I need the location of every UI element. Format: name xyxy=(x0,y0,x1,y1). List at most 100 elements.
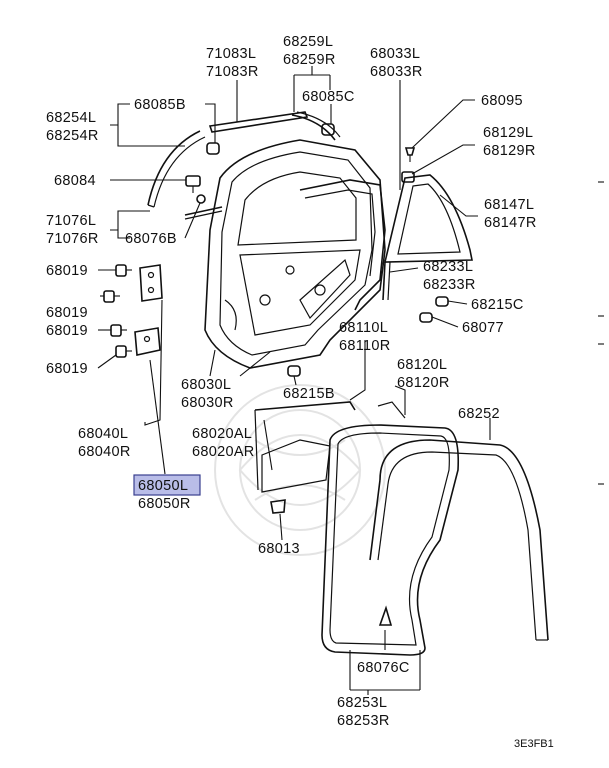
svg-text:68019: 68019 xyxy=(46,361,88,377)
svg-text:68252: 68252 xyxy=(458,406,500,422)
fastener-68215c-part xyxy=(435,296,449,307)
label-68215b[interactable]: 68215B xyxy=(283,386,335,402)
label-68040[interactable]: 68040L 68040R xyxy=(78,426,131,460)
edge-marks xyxy=(598,181,604,485)
svg-text:68120L: 68120L xyxy=(397,357,447,373)
label-68030[interactable]: 68030L 68030R xyxy=(181,377,234,411)
label-68147[interactable]: 68147L 68147R xyxy=(484,197,537,231)
weatherstrip-68252-part xyxy=(369,439,549,641)
svg-text:68033L: 68033L xyxy=(370,46,420,62)
svg-text:68076C: 68076C xyxy=(357,660,410,676)
belt-moulding-part xyxy=(208,111,309,133)
svg-text:68019: 68019 xyxy=(46,263,88,279)
clip-68085b-part xyxy=(206,142,220,155)
svg-text:68254L: 68254L xyxy=(46,110,96,126)
inner-weatherstrip-part xyxy=(299,179,386,311)
label-68233[interactable]: 68233L 68233R xyxy=(423,259,476,293)
label-68019-b[interactable]: 68019 xyxy=(46,305,88,321)
clip-68013-part xyxy=(270,499,286,514)
label-68129[interactable]: 68129L 68129R xyxy=(483,125,536,159)
svg-text:68019: 68019 xyxy=(46,323,88,339)
svg-text:68040L: 68040L xyxy=(78,426,128,442)
svg-text:68050L: 68050L xyxy=(138,478,188,494)
label-68085c[interactable]: 68085C xyxy=(302,89,355,105)
highlight-box xyxy=(133,474,201,496)
label-68019-a[interactable]: 68019 xyxy=(46,263,88,279)
svg-text:68084: 68084 xyxy=(54,173,96,189)
label-68259[interactable]: 68259L 68259R xyxy=(283,34,336,68)
svg-text:68085B: 68085B xyxy=(134,97,186,113)
svg-text:68085C: 68085C xyxy=(302,89,355,105)
bolt-68095-part xyxy=(404,147,416,162)
channel-68233-part xyxy=(382,261,391,301)
svg-text:68110L: 68110L xyxy=(339,320,388,336)
label-71083[interactable]: 71083L 71083R xyxy=(206,46,259,80)
watermark-emblem xyxy=(214,384,386,556)
svg-text:68050R: 68050R xyxy=(138,496,191,512)
clip-68129-part xyxy=(401,171,415,183)
label-68077[interactable]: 68077 xyxy=(462,320,504,336)
label-68013[interactable]: 68013 xyxy=(258,541,300,557)
fastener-68215b-part xyxy=(287,365,301,377)
hinge-bolt-1-part xyxy=(115,264,132,277)
front-moulding-part xyxy=(147,130,206,208)
quarter-window-part xyxy=(383,174,473,263)
label-68120[interactable]: 68120L 68120R xyxy=(397,357,450,391)
svg-text:68259R: 68259R xyxy=(283,52,336,68)
strip-71076-part xyxy=(184,206,223,220)
weatherstrip-68120-part xyxy=(377,401,406,419)
label-68050-highlighted[interactable]: 68050L 68050R xyxy=(133,474,201,512)
label-68215c[interactable]: 68215C xyxy=(471,297,524,313)
label-68019-c[interactable]: 68019 xyxy=(46,323,88,339)
glass-run-part xyxy=(254,401,356,491)
svg-text:68110R: 68110R xyxy=(339,338,391,354)
label-68020a[interactable]: 68020AL 68020AR xyxy=(192,426,255,460)
svg-text:68040R: 68040R xyxy=(78,444,131,460)
svg-text:68233L: 68233L xyxy=(423,259,473,275)
hinge-bolt-3-part xyxy=(110,324,127,337)
svg-text:68019: 68019 xyxy=(46,305,88,321)
svg-text:68215B: 68215B xyxy=(283,386,335,402)
svg-text:68030R: 68030R xyxy=(181,395,234,411)
label-68095[interactable]: 68095 xyxy=(481,93,523,109)
label-68085b[interactable]: 68085B xyxy=(134,97,186,113)
label-68254[interactable]: 68254L 68254R xyxy=(46,110,99,144)
label-68110[interactable]: 68110L 68110R xyxy=(339,320,391,354)
label-71076[interactable]: 71076L 71076R xyxy=(46,213,99,247)
diagram-code: 3E3FB1 xyxy=(514,738,554,750)
svg-text:68129L: 68129L xyxy=(483,125,533,141)
label-68019-d[interactable]: 68019 xyxy=(46,361,88,377)
clip-68076c-part xyxy=(378,605,393,626)
svg-text:68254R: 68254R xyxy=(46,128,99,144)
door-weatherstrip-part xyxy=(321,424,460,656)
svg-text:68120R: 68120R xyxy=(397,375,450,391)
svg-text:68129R: 68129R xyxy=(483,143,536,159)
hinge-bolt-2-part xyxy=(103,290,120,303)
weatherstrip-part xyxy=(291,111,341,141)
svg-text:68013: 68013 xyxy=(258,541,300,557)
svg-text:68077: 68077 xyxy=(462,320,504,336)
svg-text:68147L: 68147L xyxy=(484,197,534,213)
fastener-68077-part xyxy=(419,312,433,323)
door-panel-part xyxy=(204,139,386,369)
door-glass-part xyxy=(261,439,331,493)
clip-68085c-part xyxy=(321,123,335,136)
hinge-bolt-4-part xyxy=(115,345,132,358)
svg-text:68147R: 68147R xyxy=(484,215,537,231)
svg-text:68020AL: 68020AL xyxy=(192,426,252,442)
label-68076c[interactable]: 68076C xyxy=(357,660,410,676)
svg-text:68253R: 68253R xyxy=(337,713,390,729)
label-68033[interactable]: 68033L 68033R xyxy=(370,46,423,80)
label-68084[interactable]: 68084 xyxy=(54,173,96,189)
label-68252[interactable]: 68252 xyxy=(458,406,500,422)
upper-hinge-part xyxy=(139,264,163,302)
svg-text:71083L: 71083L xyxy=(206,46,256,62)
label-68076b[interactable]: 68076B xyxy=(125,231,177,247)
leader-lines xyxy=(97,66,491,695)
svg-text:68259L: 68259L xyxy=(283,34,333,50)
svg-text:68253L: 68253L xyxy=(337,695,387,711)
svg-text:71083R: 71083R xyxy=(206,64,259,80)
svg-text:68233R: 68233R xyxy=(423,277,476,293)
label-68253[interactable]: 68253L 68253R xyxy=(337,695,390,729)
